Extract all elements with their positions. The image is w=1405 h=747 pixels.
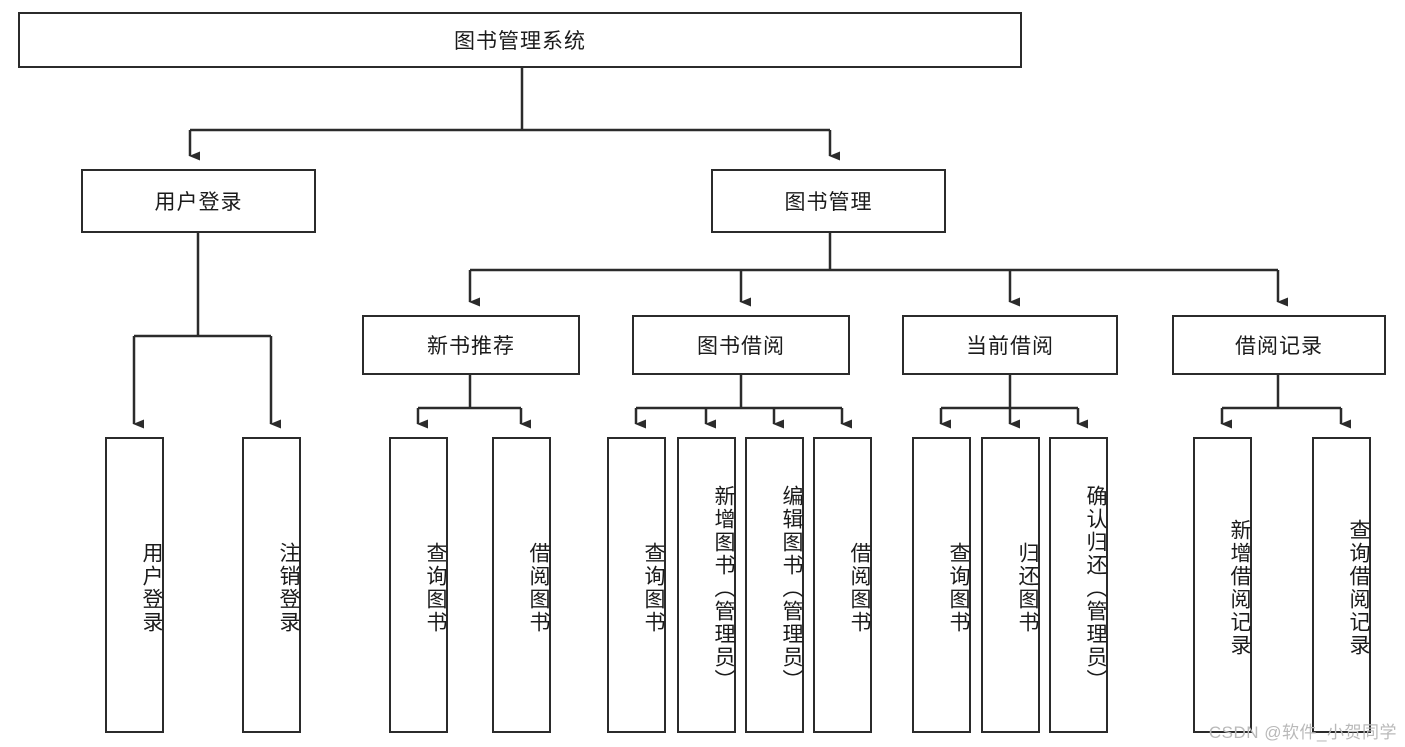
leaf-new-book-recommend-0[interactable]: 查询图书 [389,437,448,733]
node-label: 图书管理系统 [454,30,586,53]
connector-group-user-login [132,233,281,429]
connector-group-root [188,68,840,161]
node-label: 图书管理 [784,191,873,214]
connector-group-new-book [416,375,531,429]
node-label: 用户登录 [140,542,163,634]
node-label: 注销登录 [277,542,300,634]
node-label: 新增图书（管理员） [712,484,735,692]
node-label: 借阅图书 [848,542,871,634]
leaf-book-borrow-2[interactable]: 编辑图书（管理员） [745,437,804,733]
node-label: 当前借阅 [966,335,1054,358]
node-label: 借阅图书 [527,542,550,634]
leaf-borrow-record-0[interactable]: 新增借阅记录 [1193,437,1252,733]
node-label: 新书推荐 [427,335,515,358]
node-label: 确认归还（管理员） [1084,484,1107,692]
node-label: 借阅记录 [1235,335,1323,358]
node-label: 查询图书 [642,542,665,634]
node-label: 归还图书 [1016,542,1039,634]
leaf-new-book-recommend-1[interactable]: 借阅图书 [492,437,551,733]
node-book-management[interactable]: 图书管理 [711,169,946,233]
node-label: 查询图书 [947,542,970,634]
node-current-borrow[interactable]: 当前借阅 [902,315,1118,375]
leaf-user-login-0[interactable]: 用户登录 [105,437,164,733]
leaf-book-borrow-3[interactable]: 借阅图书 [813,437,872,733]
leaf-book-borrow-0[interactable]: 查询图书 [607,437,666,733]
leaf-current-borrow-0[interactable]: 查询图书 [912,437,971,733]
node-book-borrow[interactable]: 图书借阅 [632,315,850,375]
node-label: 查询借阅记录 [1347,519,1370,657]
node-label: 编辑图书（管理员） [780,484,803,692]
node-label: 用户登录 [154,191,243,214]
node-label: 新增借阅记录 [1228,519,1251,657]
leaf-book-borrow-1[interactable]: 新增图书（管理员） [677,437,736,733]
connector-group-book-manage [468,233,1288,307]
node-label: 图书借阅 [697,335,785,358]
node-root-library-system[interactable]: 图书管理系统 [18,12,1022,68]
leaf-current-borrow-2[interactable]: 确认归还（管理员） [1049,437,1108,733]
node-new-book-recommend[interactable]: 新书推荐 [362,315,580,375]
connector-group-borrow-record [1220,375,1351,429]
node-label: 查询图书 [424,542,447,634]
connector-group-current-borrow [939,375,1088,429]
leaf-borrow-record-1[interactable]: 查询借阅记录 [1312,437,1371,733]
connector-group-book-borrow [634,375,852,429]
node-user-login[interactable]: 用户登录 [81,169,316,233]
node-borrow-record[interactable]: 借阅记录 [1172,315,1386,375]
leaf-user-login-1[interactable]: 注销登录 [242,437,301,733]
leaf-current-borrow-1[interactable]: 归还图书 [981,437,1040,733]
